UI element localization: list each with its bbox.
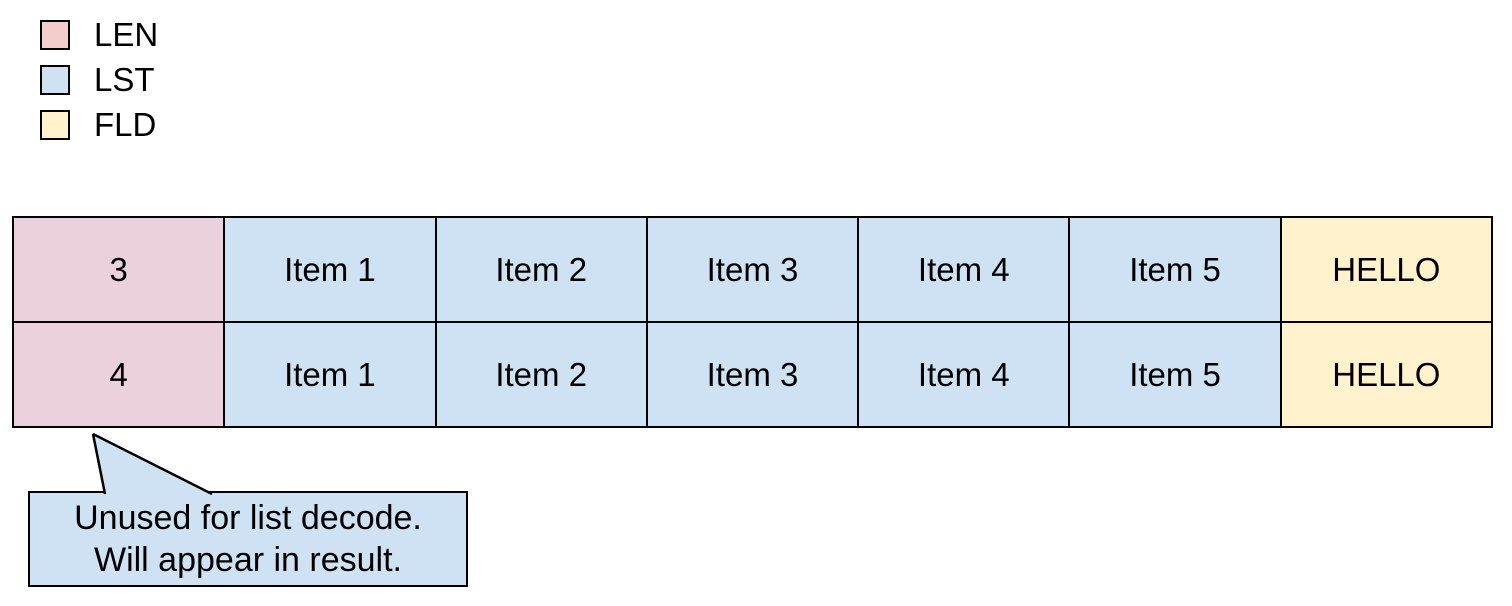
list-item-cell: Item 2 — [434, 321, 648, 428]
len-cell: 3 — [11, 216, 226, 323]
list-item-cell: Item 1 — [223, 321, 437, 428]
list-item-cell: Item 3 — [645, 321, 860, 428]
fld-color-swatch — [40, 110, 70, 140]
table-row: 4 Item 1 Item 2 Item 3 Item 4 Item 5 HEL… — [11, 321, 1494, 428]
lst-color-swatch — [40, 65, 70, 95]
list-item-cell: Item 1 — [223, 216, 437, 323]
legend-label-len: LEN — [94, 16, 159, 53]
callout-text-line: Will appear in result. — [93, 541, 402, 579]
len-color-swatch — [40, 20, 70, 50]
list-item-cell: Item 4 — [857, 216, 1071, 323]
len-cell: 4 — [11, 321, 226, 428]
field-cell: HELLO — [1279, 321, 1494, 428]
legend-label-fld: FLD — [94, 106, 157, 143]
list-item-cell: Item 5 — [1068, 321, 1282, 428]
list-item-cell: Item 2 — [434, 216, 648, 323]
byte-layout-table: 3 Item 1 Item 2 Item 3 Item 4 Item 5 HEL… — [11, 216, 1494, 428]
list-item-cell: Item 5 — [1068, 216, 1282, 323]
callout-bubble: Unused for list decode. Will appear in r… — [28, 491, 468, 587]
list-item-cell: Item 3 — [645, 216, 860, 323]
legend-item-fld: FLD — [40, 106, 158, 143]
legend: LEN LST FLD — [40, 16, 159, 155]
field-cell: HELLO — [1279, 216, 1494, 323]
legend-label-lst: LST — [94, 61, 155, 98]
legend-item-len: LEN — [40, 16, 159, 53]
legend-item-lst: LST — [40, 61, 158, 98]
list-item-cell: Item 4 — [857, 321, 1071, 428]
callout-tail-pointer — [91, 432, 213, 495]
callout-text-line: Unused for list decode. — [74, 499, 422, 537]
table-row: 3 Item 1 Item 2 Item 3 Item 4 Item 5 HEL… — [11, 216, 1494, 323]
